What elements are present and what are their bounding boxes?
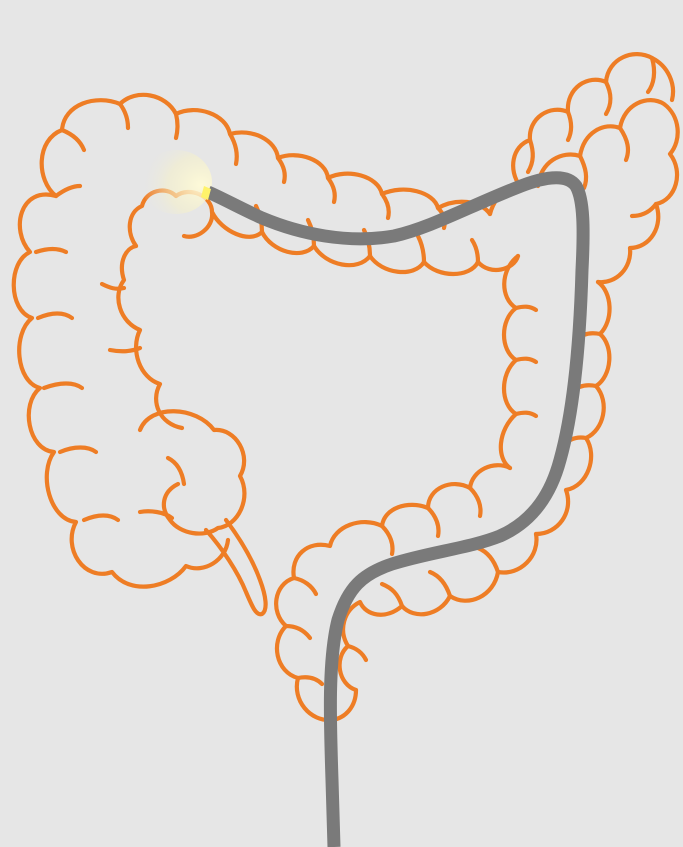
endoscope-light-glow [140,150,212,214]
haustral-fold-h3 [176,114,178,138]
